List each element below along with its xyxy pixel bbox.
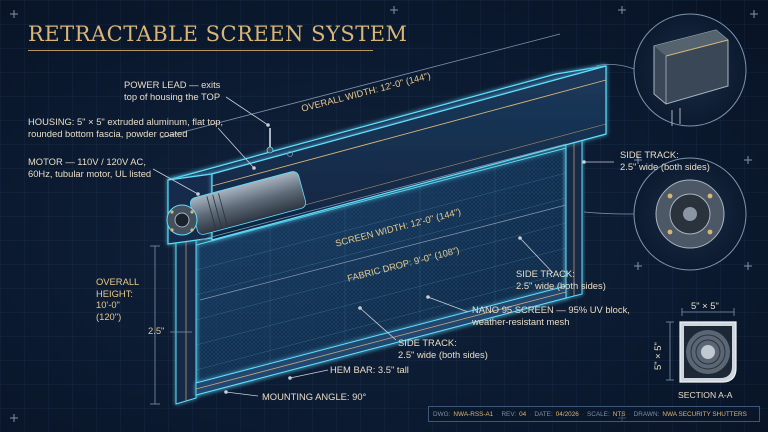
power-lead (266, 128, 293, 157)
power-lead-line2: top of housing the TOP (124, 90, 221, 102)
power-lead-callout: POWER LEAD — exits top of housing the TO… (124, 79, 220, 102)
dimension-lines (150, 33, 567, 405)
overall-height-line1: OVERALL (96, 276, 140, 287)
overall-height-dimension: OVERALL HEIGHT: 10'-0" (120") (96, 276, 139, 322)
section-a-a-drawing (666, 308, 737, 383)
housing-callout: HOUSING: 5" × 5" extruded aluminum, flat… (28, 116, 223, 139)
screen-mesh-panel (195, 147, 567, 396)
drawing-scale: NTS (612, 410, 626, 418)
section-height-label: 5" × 5" (652, 342, 663, 370)
side-track-bottom-line1: SIDE TRACK: (398, 337, 457, 348)
side-track-bottom-line2: 2.5" wide (both sides) (398, 348, 488, 360)
side-track-callout-top: SIDE TRACK: 2.5" wide (both sides) (620, 149, 710, 172)
rev-key: REV: (501, 410, 517, 418)
date-key: DATE: (534, 410, 553, 418)
leader-dots (196, 123, 586, 394)
page-title: RETRACTABLE SCREEN SYSTEM (28, 22, 408, 46)
side-track-callout-bottom: SIDE TRACK: 2.5" wide (both sides) (398, 337, 488, 360)
drawn-by: NWA SECURITY SHUTTERS (662, 410, 747, 418)
scale-key: SCALE: (586, 410, 610, 418)
overall-height-line4: (120") (96, 310, 122, 322)
nano-screen-line2: weather-resistant mesh (472, 315, 570, 327)
section-width-label: 5" × 5" (691, 300, 719, 311)
side-track-callout-mid: SIDE TRACK: 2.5" wide (both sides) (516, 268, 606, 291)
nano-screen-line1: NANO 95 SCREEN — 95% UV block, (472, 304, 630, 315)
motor-callout: MOTOR — 110V / 120V AC, 60Hz, tubular mo… (28, 156, 151, 179)
overall-height-line3: 10'-0" (96, 299, 120, 310)
drawing-date: 04/2026 (555, 410, 579, 418)
side-offset-dimension: 2.5" (148, 325, 165, 336)
housing-line1: HOUSING: 5" × 5" extruded aluminum, flat… (28, 116, 224, 127)
dwg-number: NWA-RSS-A1 (453, 410, 494, 418)
overall-height-line2: HEIGHT: (96, 287, 133, 299)
section-caption: SECTION A-A (678, 390, 733, 400)
drawing-title-block: DWG: NWA-RSS-A1 · REV: 04 · DATE: 04/202… (428, 406, 760, 422)
detail-housing-corner (633, 13, 747, 127)
motor-line2: 60Hz, tubular motor, UL listed (28, 167, 152, 179)
housing-line2: rounded bottom fascia, powder coated (28, 127, 188, 139)
revision: 04 (519, 410, 527, 418)
side-track-top-line1: SIDE TRACK: (620, 149, 679, 160)
drawn-key: DRAWN: (633, 410, 660, 418)
left-side-track (175, 231, 197, 405)
side-track-mid-line1: SIDE TRACK: (516, 268, 575, 279)
motor (166, 171, 307, 236)
dwg-key: DWG: (433, 410, 451, 418)
motor-line1: MOTOR — 110V / 120V AC, (28, 156, 146, 167)
nano-screen-callout: NANO 95 SCREEN — 95% UV block, weather-r… (472, 304, 630, 327)
title-underline (28, 50, 373, 51)
leader-lines (152, 96, 614, 397)
hem-bar-callout: HEM BAR: 3.5" tall (330, 364, 409, 375)
side-track-mid-line2: 2.5" wide (both sides) (516, 279, 606, 291)
hem-bar (195, 285, 567, 396)
side-track-top-line2: 2.5" wide (both sides) (620, 160, 710, 172)
detail-motor-end (633, 157, 747, 271)
mounting-angle-callout: MOUNTING ANGLE: 90° (262, 391, 367, 402)
power-lead-line1: POWER LEAD — exits (124, 79, 221, 90)
